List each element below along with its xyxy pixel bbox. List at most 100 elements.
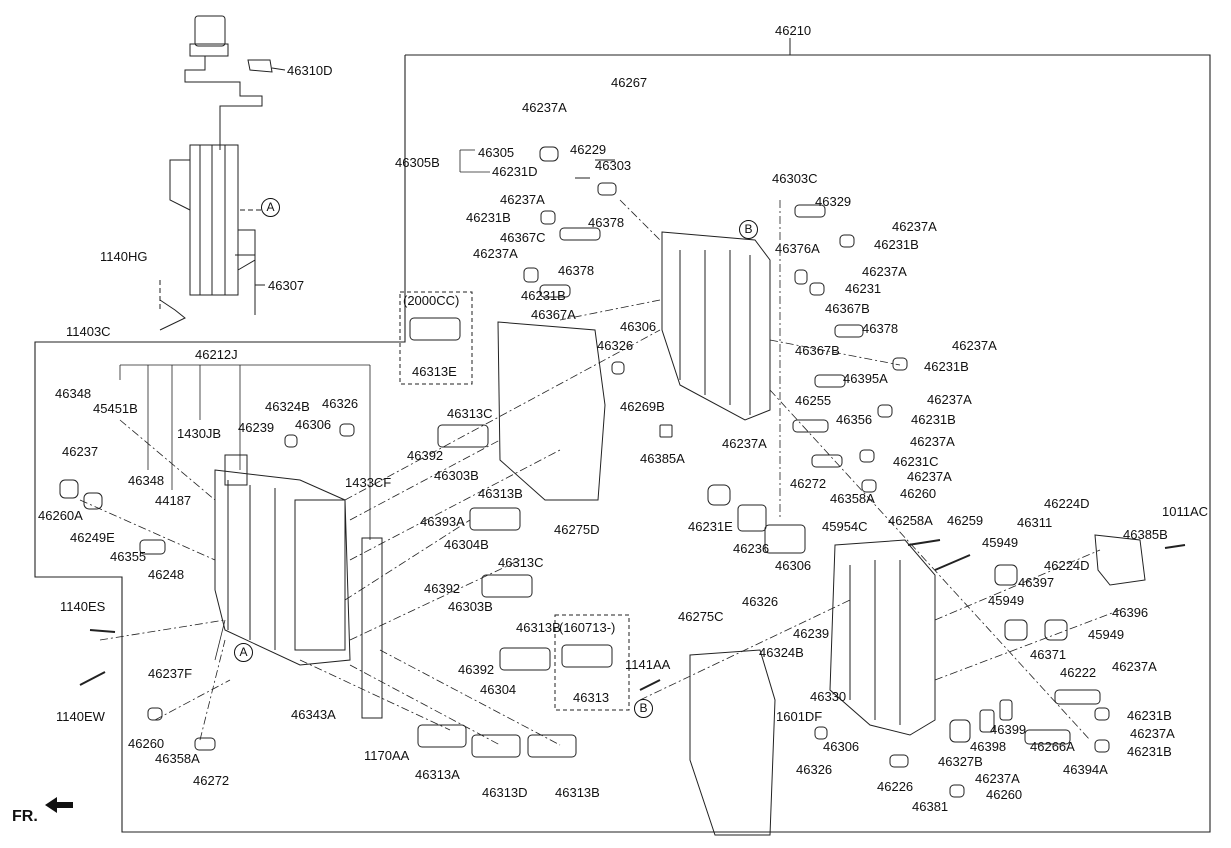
part-label: 46313 <box>573 690 610 705</box>
part-label: 46229 <box>570 142 607 157</box>
part-label: 46306 <box>620 319 657 334</box>
part-label: 46269B <box>620 399 665 414</box>
part-label: 46237A <box>522 100 567 115</box>
part-label: 46385A <box>640 451 685 466</box>
harness-bracket-46307 <box>159 15 273 331</box>
part-label: 46343A <box>291 707 336 722</box>
part-label: 46231C <box>893 454 939 469</box>
part-label: 46231 <box>845 281 882 296</box>
ref-marker-b: B <box>634 699 653 718</box>
part-label: 46231B <box>1127 708 1172 723</box>
part-label: 46275C <box>678 609 724 624</box>
part-label: 1430JB <box>177 426 222 441</box>
part-label: 46355 <box>110 549 147 564</box>
part-label: 46231B <box>874 237 919 252</box>
part-label: 46239 <box>793 626 830 641</box>
part-label: 46231E <box>688 519 733 534</box>
part-label: 46248 <box>148 567 185 582</box>
part-label: 46326 <box>322 396 359 411</box>
part-label: 46392 <box>407 448 444 463</box>
part-label: 46237A <box>1112 659 1157 674</box>
part-label: 46260 <box>128 736 165 751</box>
part-label: 46397 <box>1018 575 1055 590</box>
part-label: 46376A <box>775 241 820 256</box>
part-label: 46313B <box>555 785 600 800</box>
part-label: 46378 <box>558 263 595 278</box>
part-label: 46304B <box>444 537 489 552</box>
part-label: 46306 <box>295 417 332 432</box>
valve-body-left <box>214 454 351 666</box>
part-label: 46348 <box>128 473 165 488</box>
part-label: 46237A <box>952 338 997 353</box>
valve-body-upper <box>661 231 771 421</box>
part-label: 46378 <box>862 321 899 336</box>
solenoid-group <box>409 317 806 758</box>
part-label: 46231B <box>924 359 969 374</box>
part-label: 46260 <box>986 787 1023 802</box>
part-label: 1141AA <box>625 657 671 672</box>
part-label: 46326 <box>742 594 779 609</box>
part-label: 46329 <box>815 194 852 209</box>
part-label: 46358A <box>155 751 200 766</box>
part-label: 44187 <box>155 493 192 508</box>
part-label: 46313C <box>447 406 493 421</box>
part-label: 46326 <box>597 338 634 353</box>
part-label: 46237A <box>722 436 767 451</box>
part-label: 46393A <box>420 514 465 529</box>
part-label: 46236 <box>733 541 770 556</box>
part-label: 1140ES <box>60 599 106 614</box>
part-label: 46249E <box>70 530 115 545</box>
part-label: 46395A <box>843 371 888 386</box>
part-label: 46239 <box>238 420 275 435</box>
part-label: 46237A <box>862 264 907 279</box>
part-label: 46399 <box>990 722 1027 737</box>
part-label: 46237A <box>892 219 937 234</box>
part-label: 46224D <box>1044 496 1090 511</box>
part-label: 46231B <box>466 210 511 225</box>
part-label: 46212J <box>195 347 238 362</box>
part-label: 46324B <box>265 399 310 414</box>
part-label: 1011AC <box>1162 504 1209 519</box>
part-label: 46231B <box>1127 744 1172 759</box>
part-label: 1601DF <box>776 709 823 724</box>
part-label: 46231B <box>521 288 566 303</box>
part-label: 46306 <box>775 558 812 573</box>
part-label: 46259 <box>947 513 984 528</box>
part-label: 1140EW <box>56 709 105 724</box>
part-label: (160713-) <box>559 620 616 635</box>
part-label: 46398 <box>970 739 1007 754</box>
part-label: 46303B <box>448 599 493 614</box>
part-label: 46237A <box>473 246 518 261</box>
part-label: 46266A <box>1030 739 1075 754</box>
part-label: 45451B <box>93 401 138 416</box>
part-label: 45949 <box>988 593 1025 608</box>
part-label: 46367B <box>795 343 840 358</box>
part-label: 1170AA <box>364 748 410 763</box>
part-label: 46394A <box>1063 762 1108 777</box>
ref-marker-b: B <box>739 220 758 239</box>
part-label: 46237F <box>148 666 193 681</box>
part-label: 46371 <box>1030 647 1067 662</box>
ref-marker-a: A <box>234 643 253 662</box>
part-label: 46348 <box>55 386 92 401</box>
part-label: 45954C <box>822 519 868 534</box>
part-label: 46237A <box>927 392 972 407</box>
part-label: 46255 <box>795 393 832 408</box>
part-label: 46210 <box>775 23 812 38</box>
part-label: 46367A <box>531 307 576 322</box>
part-label: 46305B <box>395 155 440 170</box>
part-label: 46224D <box>1044 558 1090 573</box>
part-label: 46303C <box>772 171 818 186</box>
part-label: 46231B <box>911 412 956 427</box>
part-label: 46311 <box>1017 515 1053 530</box>
part-label: 46392 <box>458 662 495 677</box>
part-label: 46313C <box>498 555 544 570</box>
part-label: 46304 <box>480 682 517 697</box>
valve-body-lower-right <box>829 539 936 736</box>
part-label: 46378 <box>588 215 625 230</box>
part-label: 46258A <box>888 513 933 528</box>
front-arrow-icon <box>45 797 73 813</box>
part-label: 46385B <box>1123 527 1168 542</box>
part-label: 46307 <box>268 278 305 293</box>
